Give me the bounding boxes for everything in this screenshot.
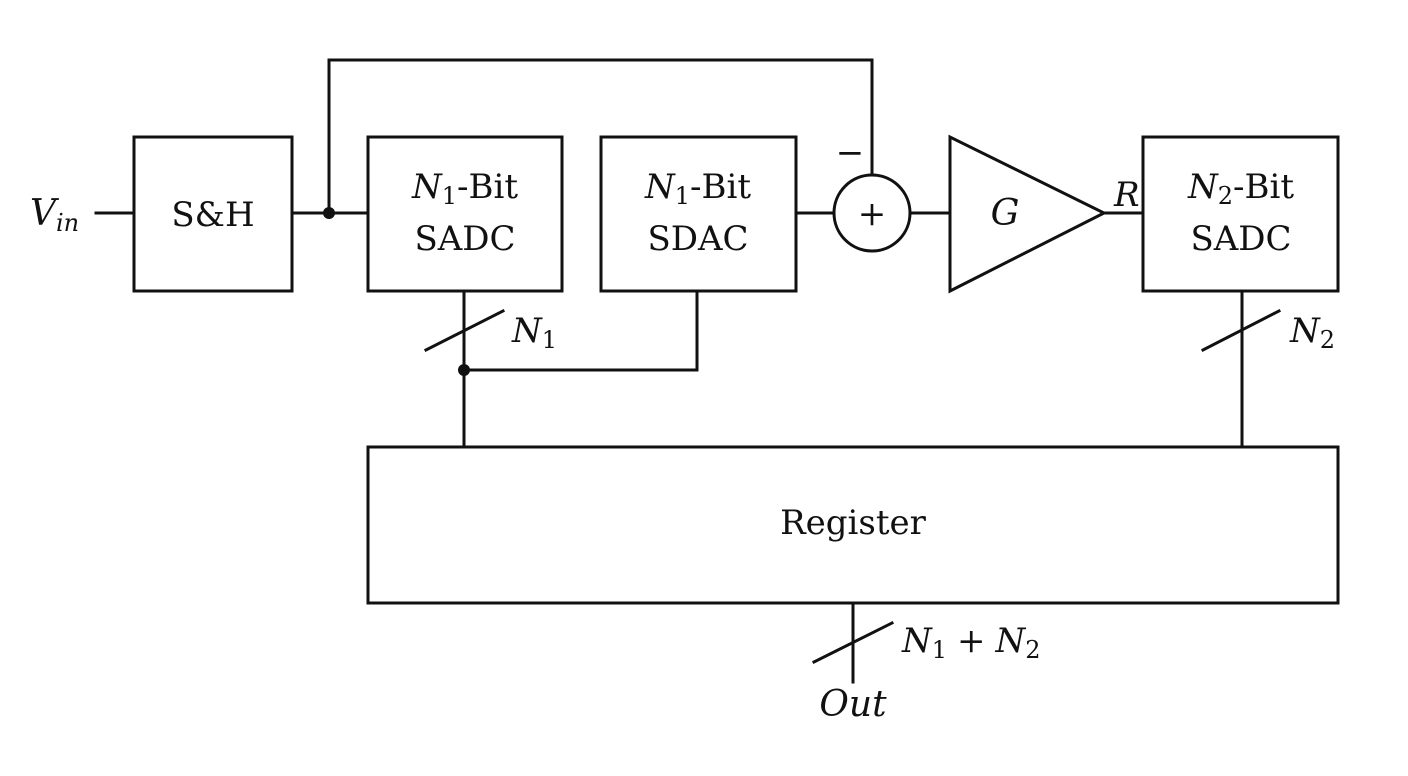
bus2-width-label: N2	[1289, 311, 1335, 354]
register-label: Register	[780, 503, 927, 543]
sadc2-block: N2-Bit SADC	[1141, 135, 1340, 293]
wires	[94, 58, 1244, 684]
sadc2-type: SADC	[1190, 219, 1291, 259]
summer-minus-sign: −	[836, 133, 865, 173]
amplifier-gain-label: G	[991, 193, 1020, 234]
wire-feedforward-to-summer	[327, 58, 874, 215]
sadc1-type: SADC	[414, 219, 515, 259]
sh-label: S&H	[171, 195, 254, 235]
input-label: Vin	[30, 193, 79, 237]
junction-dot-bus1	[458, 364, 470, 376]
sadc2-title: N2-Bit	[1187, 167, 1294, 210]
register-block: Register	[366, 445, 1340, 605]
sadc1-block: N1-Bit SADC	[366, 135, 564, 293]
sdac1-title: N1-Bit	[644, 167, 751, 210]
sample-and-hold-block: S&H	[132, 135, 294, 293]
residue-label: R	[1113, 175, 1140, 215]
output-bus-width-label: N1+N2	[901, 621, 1041, 664]
sdac1-type: SDAC	[647, 219, 748, 259]
summer-plus-sign: +	[858, 194, 887, 234]
bus-slash-n1	[423, 308, 506, 353]
bus-slash-n2	[1200, 308, 1282, 353]
junction-dot-input	[323, 207, 335, 219]
sadc1-title: N1-Bit	[411, 167, 518, 210]
summing-junction: + −	[832, 133, 912, 253]
bus1-width-label: N1	[511, 311, 557, 354]
bus-slash-out	[811, 620, 895, 665]
wire-bus1-to-sdac	[462, 290, 699, 372]
sdac1-block: N1-Bit SDAC	[599, 135, 798, 293]
amplifier-triangle: G	[948, 134, 1108, 294]
output-label: Out	[819, 684, 887, 725]
